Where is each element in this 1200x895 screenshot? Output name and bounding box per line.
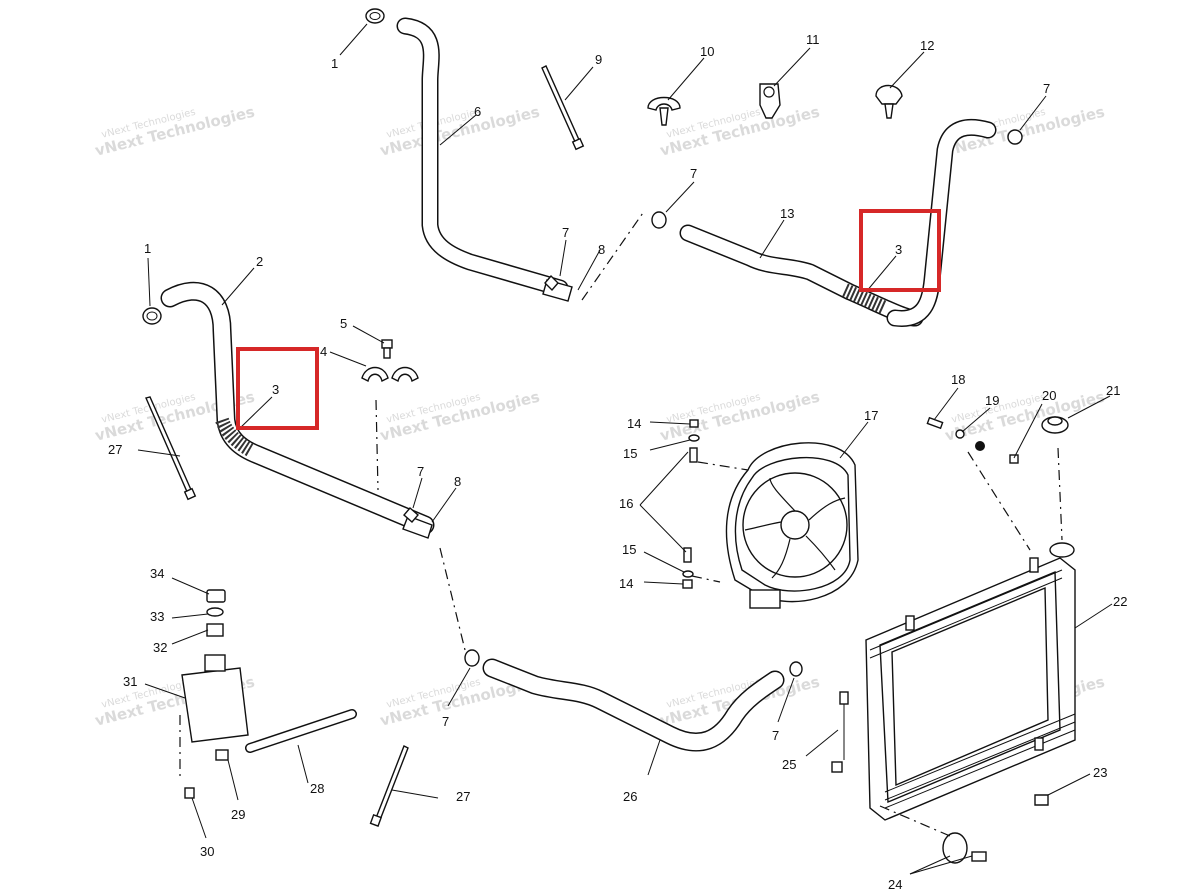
- bolt-5[interactable]: [381, 339, 393, 359]
- assembly-lines: [179, 209, 1063, 837]
- fan-assembly-17[interactable]: [725, 442, 859, 609]
- callout-26: 26: [623, 789, 637, 804]
- bolt-16-bottom[interactable]: [683, 547, 692, 563]
- bolt-18[interactable]: [926, 416, 944, 430]
- fastener-14-bottom[interactable]: [682, 579, 693, 589]
- bolt-16-top[interactable]: [689, 447, 698, 463]
- hose-28[interactable]: [245, 709, 357, 753]
- sensor-25[interactable]: [831, 691, 849, 773]
- callout-7: 7: [442, 714, 449, 729]
- radiator-cap-21[interactable]: [1041, 416, 1069, 434]
- callout-28: 28: [310, 781, 324, 796]
- callout-23: 23: [1093, 765, 1107, 780]
- callout-11: 11: [806, 32, 820, 47]
- clip-12[interactable]: [875, 84, 903, 119]
- cable-tie-9[interactable]: [541, 65, 585, 151]
- callout-27: 27: [108, 442, 122, 457]
- nut-20[interactable]: [1009, 454, 1019, 464]
- callout-9: 9: [595, 52, 602, 67]
- callout-14: 14: [619, 576, 633, 591]
- callout-31: 31: [123, 674, 137, 689]
- callout-18: 18: [951, 372, 965, 387]
- callout-8: 8: [598, 242, 605, 257]
- callout-29: 29: [231, 807, 245, 822]
- callout-15: 15: [623, 446, 637, 461]
- callout-27: 27: [456, 789, 470, 804]
- callout-5: 5: [340, 316, 347, 331]
- clamp-7[interactable]: [403, 129, 1023, 677]
- callout-19: 19: [985, 393, 999, 408]
- fastener-14-top[interactable]: [689, 419, 699, 428]
- callout-8: 8: [454, 474, 461, 489]
- callout-24: 24: [888, 877, 902, 892]
- radiator-cap-neck: [1049, 542, 1075, 558]
- callout-2: 2: [256, 254, 263, 269]
- hose-2-fitting: [402, 515, 433, 539]
- callout-32: 32: [153, 640, 167, 655]
- callout-1: 1: [144, 241, 151, 256]
- callout-7: 7: [417, 464, 424, 479]
- callout-3: 3: [895, 242, 902, 257]
- callout-34: 34: [150, 566, 164, 581]
- grommet-24[interactable]: [942, 832, 987, 864]
- highlight-box-left: [236, 347, 319, 430]
- callout-1: 1: [331, 56, 338, 71]
- callout-22: 22: [1113, 594, 1127, 609]
- callout-14: 14: [627, 416, 641, 431]
- washer-15-bottom[interactable]: [682, 570, 694, 578]
- callout-13: 13: [780, 206, 794, 221]
- callout-20: 20: [1042, 388, 1056, 403]
- callout-3: 3: [272, 382, 279, 397]
- callout-6: 6: [474, 104, 481, 119]
- seal-33[interactable]: [206, 607, 224, 617]
- callout-7: 7: [772, 728, 779, 743]
- highlight-box-right: [859, 209, 941, 292]
- callout-30: 30: [200, 844, 214, 859]
- callout-15: 15: [622, 542, 636, 557]
- callout-12: 12: [920, 38, 934, 53]
- callout-33: 33: [150, 609, 164, 624]
- cap-34[interactable]: [206, 589, 226, 603]
- fitting-29[interactable]: [215, 749, 229, 761]
- grommet-32[interactable]: [206, 623, 224, 637]
- callout-4: 4: [320, 344, 327, 359]
- screw-30[interactable]: [184, 787, 195, 799]
- cable-tie-27-lower[interactable]: [369, 745, 409, 827]
- washer-15-top[interactable]: [688, 434, 700, 442]
- callout-7: 7: [690, 166, 697, 181]
- callout-10: 10: [700, 44, 714, 59]
- callout-7: 7: [1043, 81, 1050, 96]
- drain-plug-23[interactable]: [1034, 794, 1049, 806]
- bracket-4[interactable]: [361, 366, 419, 383]
- clip-10[interactable]: [647, 96, 681, 126]
- clip-11[interactable]: [759, 83, 781, 119]
- callout-labels: 1 1 2 3 3 4 5 6 7 7 7 7 7 7 8 8 9 10 11 …: [108, 32, 1127, 892]
- hose-2[interactable]: [160, 281, 435, 539]
- hose-26[interactable]: [482, 658, 785, 752]
- hose-13[interactable]: [679, 224, 924, 327]
- callout-21: 21: [1106, 383, 1120, 398]
- cable-tie-27-upper[interactable]: [145, 396, 197, 501]
- clamp-1-left[interactable]: [142, 307, 162, 325]
- callout-16: 16: [619, 496, 633, 511]
- callout-7: 7: [562, 225, 569, 240]
- reservoir-31[interactable]: [181, 654, 249, 743]
- callout-17: 17: [864, 408, 878, 423]
- callout-25: 25: [782, 757, 796, 772]
- radiator-22[interactable]: [865, 557, 1076, 821]
- leader-lines: [137, 23, 1113, 875]
- clamp-1-top[interactable]: [365, 8, 385, 24]
